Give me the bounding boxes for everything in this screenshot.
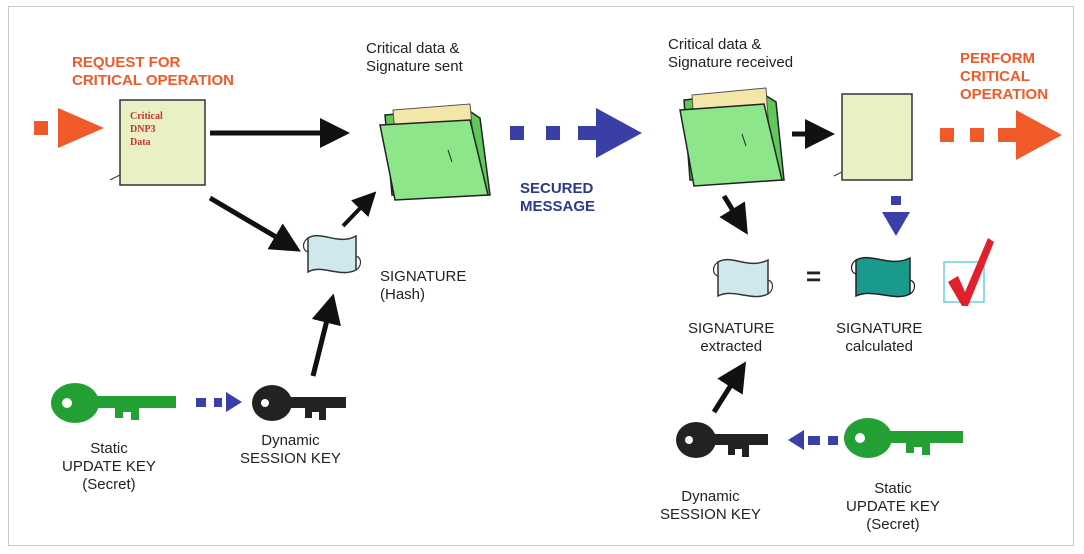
signature-extracted-label: SIGNATURE extracted: [688, 320, 775, 355]
arrow-doc-to-calculated: [882, 196, 910, 236]
signature-icon: [302, 234, 362, 274]
signature-calculated-label: SIGNATURE calculated: [836, 320, 923, 355]
document-icon: [833, 93, 913, 181]
equals-sign: =: [806, 261, 822, 291]
key-icon: [51, 383, 176, 423]
key-icon: [676, 422, 768, 458]
signature-icon: [850, 256, 916, 298]
perform-label: PERFORM CRITICAL OPERATION: [960, 50, 1049, 103]
secured-message-label: SECURED MESSAGE: [520, 180, 596, 215]
request-label: REQUEST FOR CRITICAL OPERATION: [72, 54, 234, 89]
arrow-signature-to-folder: [341, 191, 377, 228]
folder-icon: [679, 87, 785, 187]
arrow-key-to-extracted: [711, 361, 747, 414]
arrow-doc-to-signature: [208, 195, 301, 252]
folder-icon: [379, 103, 491, 201]
key-icon: [844, 418, 963, 458]
incoming-red-arrow: [34, 108, 104, 148]
checkmark-icon: [943, 238, 994, 306]
arrow-key-to-signature: [310, 293, 341, 377]
document-icon: [109, 99, 206, 186]
diagram-frame: [8, 6, 1074, 546]
document-text: Critical DNP3 Data: [130, 111, 163, 148]
sent-label: Critical data & Signature sent: [366, 40, 463, 75]
signature-icon: [712, 258, 774, 298]
arrow-static-to-dynamic-left: [196, 392, 242, 412]
secured-message-arrow: [510, 108, 642, 158]
static-key-left-label: Static UPDATE KEY (Secret): [62, 440, 156, 493]
dynamic-key-right-label: Dynamic SESSION KEY: [660, 488, 761, 523]
arrow-static-to-dynamic-right: [788, 430, 838, 450]
signature-hash-label: SIGNATURE (Hash): [380, 268, 467, 303]
arrow-folder-to-extracted: [719, 194, 748, 235]
static-key-right-label: Static UPDATE KEY (Secret): [846, 480, 940, 533]
outgoing-red-arrow: [940, 110, 1062, 160]
dynamic-key-left-label: Dynamic SESSION KEY: [240, 432, 341, 467]
key-icon: [252, 385, 346, 421]
received-label: Critical data & Signature received: [668, 36, 794, 71]
